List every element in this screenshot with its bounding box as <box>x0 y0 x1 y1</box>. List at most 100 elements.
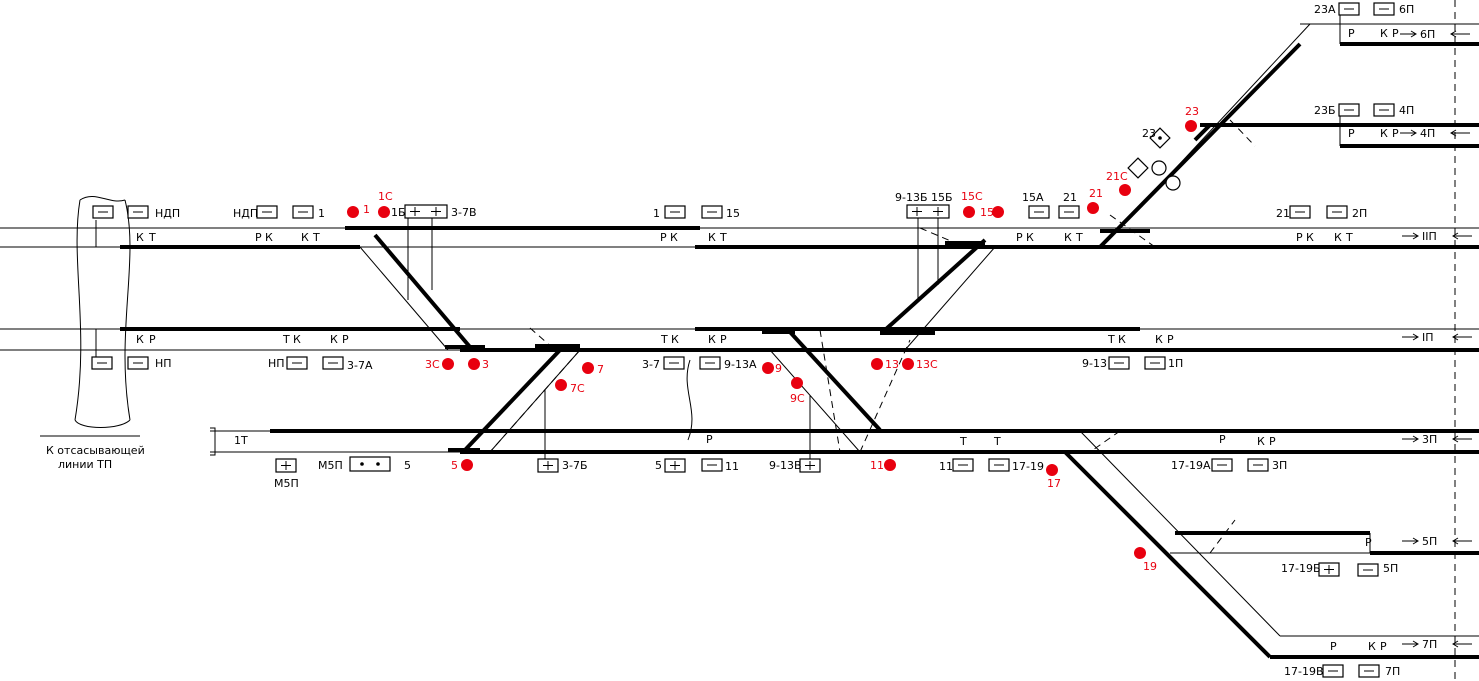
relay-box <box>127 356 149 370</box>
signal-label: 19 <box>1143 560 1157 573</box>
track-label-t_1t: 1Т <box>234 434 248 447</box>
rk-label: Р <box>720 333 727 346</box>
block-label: 2П <box>1352 207 1367 220</box>
signal-21С[interactable]: 21С <box>1106 170 1131 196</box>
rk-label: К <box>136 333 144 346</box>
rk-label: К <box>708 333 716 346</box>
signal-label: 1 <box>363 203 370 216</box>
track-label-text: IIП <box>1422 230 1437 243</box>
block-label: 9-13А <box>724 358 757 371</box>
relay-box <box>1338 2 1360 16</box>
track-label-t_7p: 7П <box>1402 638 1472 651</box>
signal-7С[interactable]: 7С <box>555 379 585 395</box>
relay-box <box>1247 458 1269 472</box>
relay-box <box>92 205 114 219</box>
signal-23[interactable]: 23 <box>1185 105 1199 132</box>
signal-13[interactable]: 13 <box>871 358 899 371</box>
rk-label: Т <box>993 435 1001 448</box>
signal-3[interactable]: 3 <box>468 358 489 371</box>
track-label-text: 3П <box>1422 433 1437 446</box>
rk-label: Т <box>1075 231 1083 244</box>
rk-label: К <box>1306 231 1314 244</box>
signal-11[interactable]: 11 <box>870 459 896 472</box>
relay-box <box>1357 563 1379 577</box>
block-label: 17-19Б <box>1281 562 1321 575</box>
relay-box <box>1028 205 1050 219</box>
plus-relay-box <box>1318 562 1340 577</box>
signal-label: 5 <box>451 459 458 472</box>
block-label: 17-19 <box>1012 460 1044 473</box>
track-label-t_3p: 3П <box>1402 433 1472 446</box>
rk-label: К <box>136 231 144 244</box>
plus-relay-box <box>275 458 297 473</box>
relay-box <box>1358 664 1380 678</box>
relay-box <box>292 205 314 219</box>
signal-1С[interactable]: 1С <box>378 190 393 218</box>
rk-label: К <box>330 333 338 346</box>
signal-17[interactable]: 17 <box>1046 464 1061 490</box>
rk-label: Р <box>1016 231 1023 244</box>
block-label: 21 <box>1276 207 1290 220</box>
block-label: М5П <box>318 459 343 472</box>
rk-label: Т <box>148 231 156 244</box>
relay-box <box>701 458 723 472</box>
rk-label: К <box>1155 333 1163 346</box>
rk-label: К <box>1334 231 1342 244</box>
rk-label: Р <box>1269 435 1276 448</box>
signal-label: 9 <box>775 362 782 375</box>
signal-19[interactable]: 19 <box>1134 547 1157 573</box>
block-label: 17-19В <box>1284 665 1324 678</box>
rk-label: Р <box>706 433 713 446</box>
block-label: 5П <box>1383 562 1398 575</box>
block-label: 23 <box>1142 127 1156 140</box>
block-label: 9-13Б <box>895 191 928 204</box>
track-label-text: 6П <box>1420 28 1435 41</box>
signal-7[interactable]: 7 <box>582 362 604 376</box>
track-label-t_4p: 4П <box>1400 127 1470 140</box>
thick-rails <box>120 42 1479 659</box>
rk-label: Р <box>149 333 156 346</box>
block-label: НП <box>155 357 172 370</box>
relay-box <box>701 205 723 219</box>
block-label: линии ТП <box>58 458 112 471</box>
relay-box <box>1373 2 1395 16</box>
relay-box <box>1108 356 1130 370</box>
relay-box <box>127 205 149 219</box>
dashed-lines <box>489 119 1256 554</box>
signal-9С[interactable]: 9С <box>790 377 805 405</box>
plus-relay-box <box>799 458 821 473</box>
rk-label: К <box>1257 435 1265 448</box>
relay-box <box>664 205 686 219</box>
signal-5[interactable]: 5 <box>451 459 473 472</box>
relay-box <box>1289 205 1311 219</box>
signal-label: 15 <box>980 206 994 219</box>
block-label: 9-13 <box>1082 357 1107 370</box>
rk-label: Р <box>1330 640 1337 653</box>
block-label: 1 <box>653 207 660 220</box>
signal-15С[interactable]: 15С <box>961 190 983 218</box>
rk-label: К <box>1026 231 1034 244</box>
signal-3С[interactable]: 3С <box>425 358 454 371</box>
block-label: 11 <box>939 460 953 473</box>
rk-label: К <box>265 231 273 244</box>
plus-relay-box <box>664 458 686 473</box>
block-label: 11 <box>725 460 739 473</box>
block-label: К отсасывающей <box>46 444 145 457</box>
signal-9[interactable]: 9 <box>762 362 782 375</box>
block-label: НДП <box>155 207 180 220</box>
signal-15[interactable]: 15 <box>980 206 1004 219</box>
rk-label: Р <box>255 231 262 244</box>
signal-label: 3 <box>482 358 489 371</box>
rk-label: Т <box>1345 231 1353 244</box>
signal-13С[interactable]: 13С <box>902 358 938 371</box>
rk-label: Т <box>312 231 320 244</box>
track-label-text: 4П <box>1420 127 1435 140</box>
block-label: М5П <box>274 477 299 490</box>
signal-1[interactable]: 1 <box>347 203 370 218</box>
relay-box <box>699 356 721 370</box>
rk-label: К <box>1368 640 1376 653</box>
track-label-text: IП <box>1422 331 1434 344</box>
signal-21[interactable]: 21 <box>1087 187 1103 214</box>
